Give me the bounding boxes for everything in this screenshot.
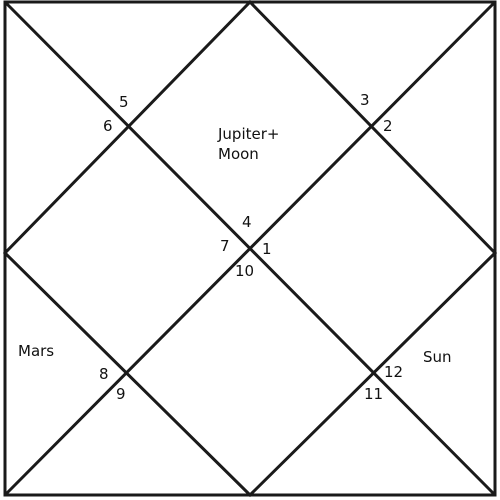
house-number-6: 6 bbox=[103, 117, 113, 135]
house-number-7: 7 bbox=[220, 237, 230, 255]
house-10-planets: Mars bbox=[18, 342, 55, 360]
house-number-12: 12 bbox=[384, 363, 404, 381]
house-12-planets: Sun bbox=[423, 348, 452, 366]
house-number-11: 11 bbox=[364, 385, 384, 403]
house-number-8: 8 bbox=[99, 365, 109, 383]
diagonal-anti bbox=[3, 0, 497, 497]
house-number-9: 9 bbox=[116, 385, 126, 403]
house-number-3: 3 bbox=[360, 91, 370, 109]
house-number-4: 4 bbox=[242, 213, 252, 231]
house-4-planets: Jupiter+ Moon bbox=[218, 125, 280, 163]
house-number-10: 10 bbox=[235, 262, 255, 280]
house-number-2: 2 bbox=[383, 117, 393, 135]
house-number-1: 1 bbox=[262, 240, 272, 258]
house-number-5: 5 bbox=[119, 93, 129, 111]
